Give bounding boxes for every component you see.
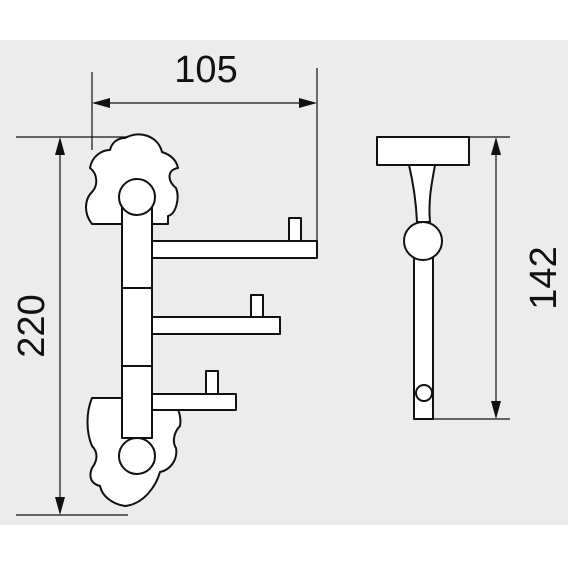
arm-top xyxy=(151,240,318,259)
bottom-knob xyxy=(118,437,156,475)
arm-bottom-stopper xyxy=(205,370,219,395)
side-stem xyxy=(408,164,436,223)
arm-middle xyxy=(151,316,281,335)
vertical-bar-lower xyxy=(121,365,153,439)
arrowhead-left xyxy=(92,98,110,108)
vertical-bar-upper xyxy=(121,205,153,289)
arm-middle-stopper xyxy=(250,294,264,318)
arrowhead-bottom xyxy=(55,497,65,515)
height-label: 220 xyxy=(11,294,53,357)
side-height-label: 142 xyxy=(523,246,565,309)
front-view xyxy=(85,133,318,507)
width-label: 105 xyxy=(174,49,237,91)
arm-top-stopper xyxy=(288,217,302,242)
height-dimension: 220 xyxy=(11,136,128,516)
side-wall-plate xyxy=(376,136,470,166)
side-pin xyxy=(415,384,433,402)
drawing-panel xyxy=(0,40,568,525)
side-arrowhead-bottom xyxy=(491,401,501,419)
side-ball-joint xyxy=(403,221,443,261)
top-knob xyxy=(118,178,156,216)
width-dimension: 105 xyxy=(91,49,318,241)
side-view xyxy=(376,136,470,420)
arrowhead-top xyxy=(55,137,65,155)
arm-bottom xyxy=(151,393,237,411)
side-arrowhead-top xyxy=(491,137,501,155)
vertical-bar-middle xyxy=(121,287,153,367)
side-height-dimension: 142 xyxy=(433,136,565,420)
arrowhead-right xyxy=(299,98,317,108)
